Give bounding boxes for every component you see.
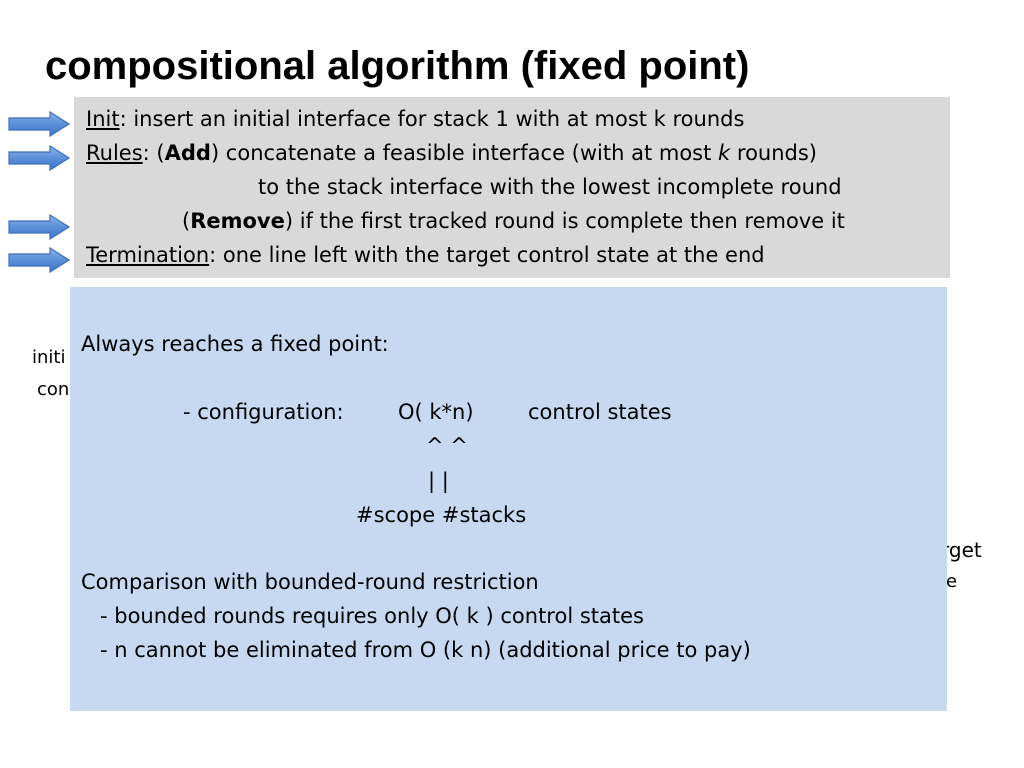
add-k: k <box>718 141 731 165</box>
scope-stacks-annotation: #scope #stacks <box>356 503 527 527</box>
arrow-right-icon <box>8 214 70 240</box>
control-states-label: control states <box>528 400 672 424</box>
rules-line: Rules: (Add) concatenate a feasible inte… <box>86 139 817 167</box>
arrow-right-icon <box>8 145 70 171</box>
comparison-item-1: - bounded rounds requires only O( k ) co… <box>100 604 644 628</box>
init-label: Init <box>86 107 120 131</box>
init-text: : insert an initial interface for stack … <box>119 107 745 131</box>
init-rule: Init: insert an initial interface for st… <box>86 105 744 133</box>
add-text-continued: to the stack interface with the lowest i… <box>258 175 842 199</box>
background-fragment-left: initi con <box>30 346 70 406</box>
complexity-formula: O( k*n) <box>398 400 474 424</box>
remove-text: ) if the first tracked round is complete… <box>284 209 845 233</box>
add-text-end: rounds) <box>730 141 817 165</box>
remove-label: Remove <box>190 209 285 233</box>
termination-label: Termination <box>86 243 210 267</box>
arrow-right-icon <box>8 111 70 137</box>
rules-label: Rules <box>86 141 143 165</box>
info-heading: Always reaches a fixed point: <box>81 332 389 356</box>
add-label: Add <box>164 141 211 165</box>
fixed-point-info-box: Always reaches a fixed point: - configur… <box>70 287 947 711</box>
configuration-label: - configuration: <box>183 400 344 424</box>
comparison-item-2: - n cannot be eliminated from O (k n) (a… <box>100 638 751 662</box>
background-fragment-right: rget te <box>947 536 1007 600</box>
comparison-heading: Comparison with bounded-round restrictio… <box>81 570 539 594</box>
add-text: ) concatenate a feasible interface (with… <box>210 141 719 165</box>
rules-box: Init: insert an initial interface for st… <box>74 97 950 278</box>
termination-text: : one line left with the target control … <box>209 243 765 267</box>
fragment-right-2: te <box>947 571 958 592</box>
remove-open: ( <box>182 209 191 233</box>
fragment-right-1: rget <box>947 538 982 562</box>
slide-title: compositional algorithm (fixed point) <box>45 44 750 88</box>
rules-sep: : ( <box>142 141 165 165</box>
fragment-left-2: con <box>37 379 70 400</box>
pipe-markers: | | <box>428 469 449 493</box>
arrow-right-icon <box>8 247 70 273</box>
fragment-left-1: initi <box>32 347 66 368</box>
termination-rule: Termination: one line left with the targ… <box>86 241 765 269</box>
caret-markers: ^ ^ <box>426 434 468 458</box>
remove-rule: (Remove) if the first tracked round is c… <box>182 207 845 235</box>
